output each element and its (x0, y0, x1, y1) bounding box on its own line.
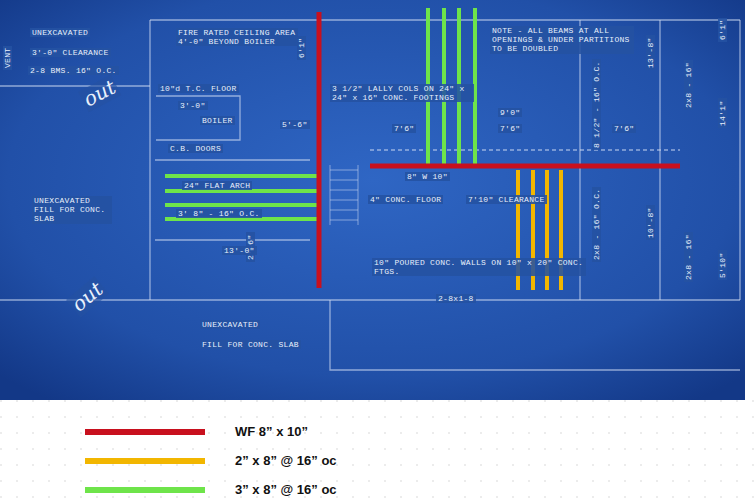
blueprint-label: 10" POURED CONC. WALLS ON 10" x 20" CONC… (372, 258, 586, 276)
blueprint-label: 6'1" (718, 18, 727, 42)
legend-swatch (85, 487, 205, 493)
blueprint-label: 24" FLAT ARCH (182, 181, 252, 190)
legend-swatch (85, 458, 205, 464)
blueprint-label: 10"d T.C. FLOOR (158, 84, 239, 93)
blueprint-label: 3'-0" CLEARANCE (30, 48, 111, 57)
blueprint-label: FILL FOR CONC. SLAB (200, 340, 301, 349)
blueprint-label: BOILER (200, 116, 235, 125)
legend-row: WF 8” x 10” (85, 423, 405, 441)
blueprint-label: 7'10" CLEARANCE (466, 195, 547, 204)
blueprint-label: 2x8 - 16" O.C. (592, 187, 601, 262)
legend-text: 2” x 8” @ 16” oc (235, 452, 337, 470)
blueprint-label: 5'-6" (280, 120, 310, 129)
blueprint-label: 2-8x1-8 (436, 294, 476, 303)
legend-swatch (85, 429, 205, 435)
blueprint-label: 4" CONC. FLOOR (368, 195, 443, 204)
blueprint-label: 3 1/2" LALLY COLS ON 24" x 24" x 16" CON… (330, 84, 474, 102)
legend-text: WF 8” x 10” (235, 423, 308, 441)
blueprint-label: 7'6" (612, 124, 636, 133)
blueprint-label: 2x8 - 16" (684, 60, 693, 110)
legend-text: 3” x 8” @ 16” oc (235, 481, 337, 499)
blueprint-label: 3'-0" (178, 101, 208, 110)
legend-row: 3” x 8” @ 16” oc (85, 481, 405, 499)
blueprint-label: 13'-0" (222, 246, 257, 255)
blueprint-label: 5'10" (718, 250, 727, 280)
stair-lines (330, 165, 358, 225)
blueprint-label: 9'0" (498, 108, 522, 117)
wall-lines (0, 20, 740, 370)
blueprint-label: FIRE RATED CEILING AREA 4'-0" BEYOND BOI… (176, 28, 298, 46)
wf-beam-lines (319, 12, 680, 288)
blueprint-label: 6'1" (297, 36, 306, 60)
blueprint-label: VENT (3, 46, 12, 70)
blueprint-label: C.B. DOORS (168, 144, 223, 153)
blueprint-label: UNEXCAVATED FILL FOR CONC. SLAB (32, 196, 112, 224)
blueprint-label: 10'-8" (646, 205, 655, 240)
handwritten-note: out (78, 75, 121, 113)
legend-row: 2” x 8” @ 16” oc (85, 452, 405, 470)
blueprint-label: UNEXCAVATED (30, 28, 90, 37)
blueprint-label: 3' 8" - 16" O.C. (176, 209, 262, 218)
blueprint-label: 7'6" (498, 124, 522, 133)
handwritten-note: out (66, 276, 109, 317)
blueprint-label: 14'1" (718, 98, 727, 128)
blueprint-label: 13'-8" (646, 35, 655, 70)
blueprint-label: NOTE - ALL BEAMS AT ALL OPENINGS & UNDER… (490, 26, 634, 54)
blueprint-label: 8" W 10" (405, 172, 450, 181)
blueprint-label: 2x8 - 16" (684, 232, 693, 282)
blueprint-sheet (0, 0, 745, 400)
blueprint-label: 7'6" (392, 124, 416, 133)
blueprint-label: 2-8 BMS. 16" O.C. (28, 66, 119, 75)
blueprint-label: 8 1/2" - 16" O.C. (592, 59, 601, 150)
grid-paper (0, 400, 755, 504)
blueprint-label: UNEXCAVATED (200, 320, 260, 329)
